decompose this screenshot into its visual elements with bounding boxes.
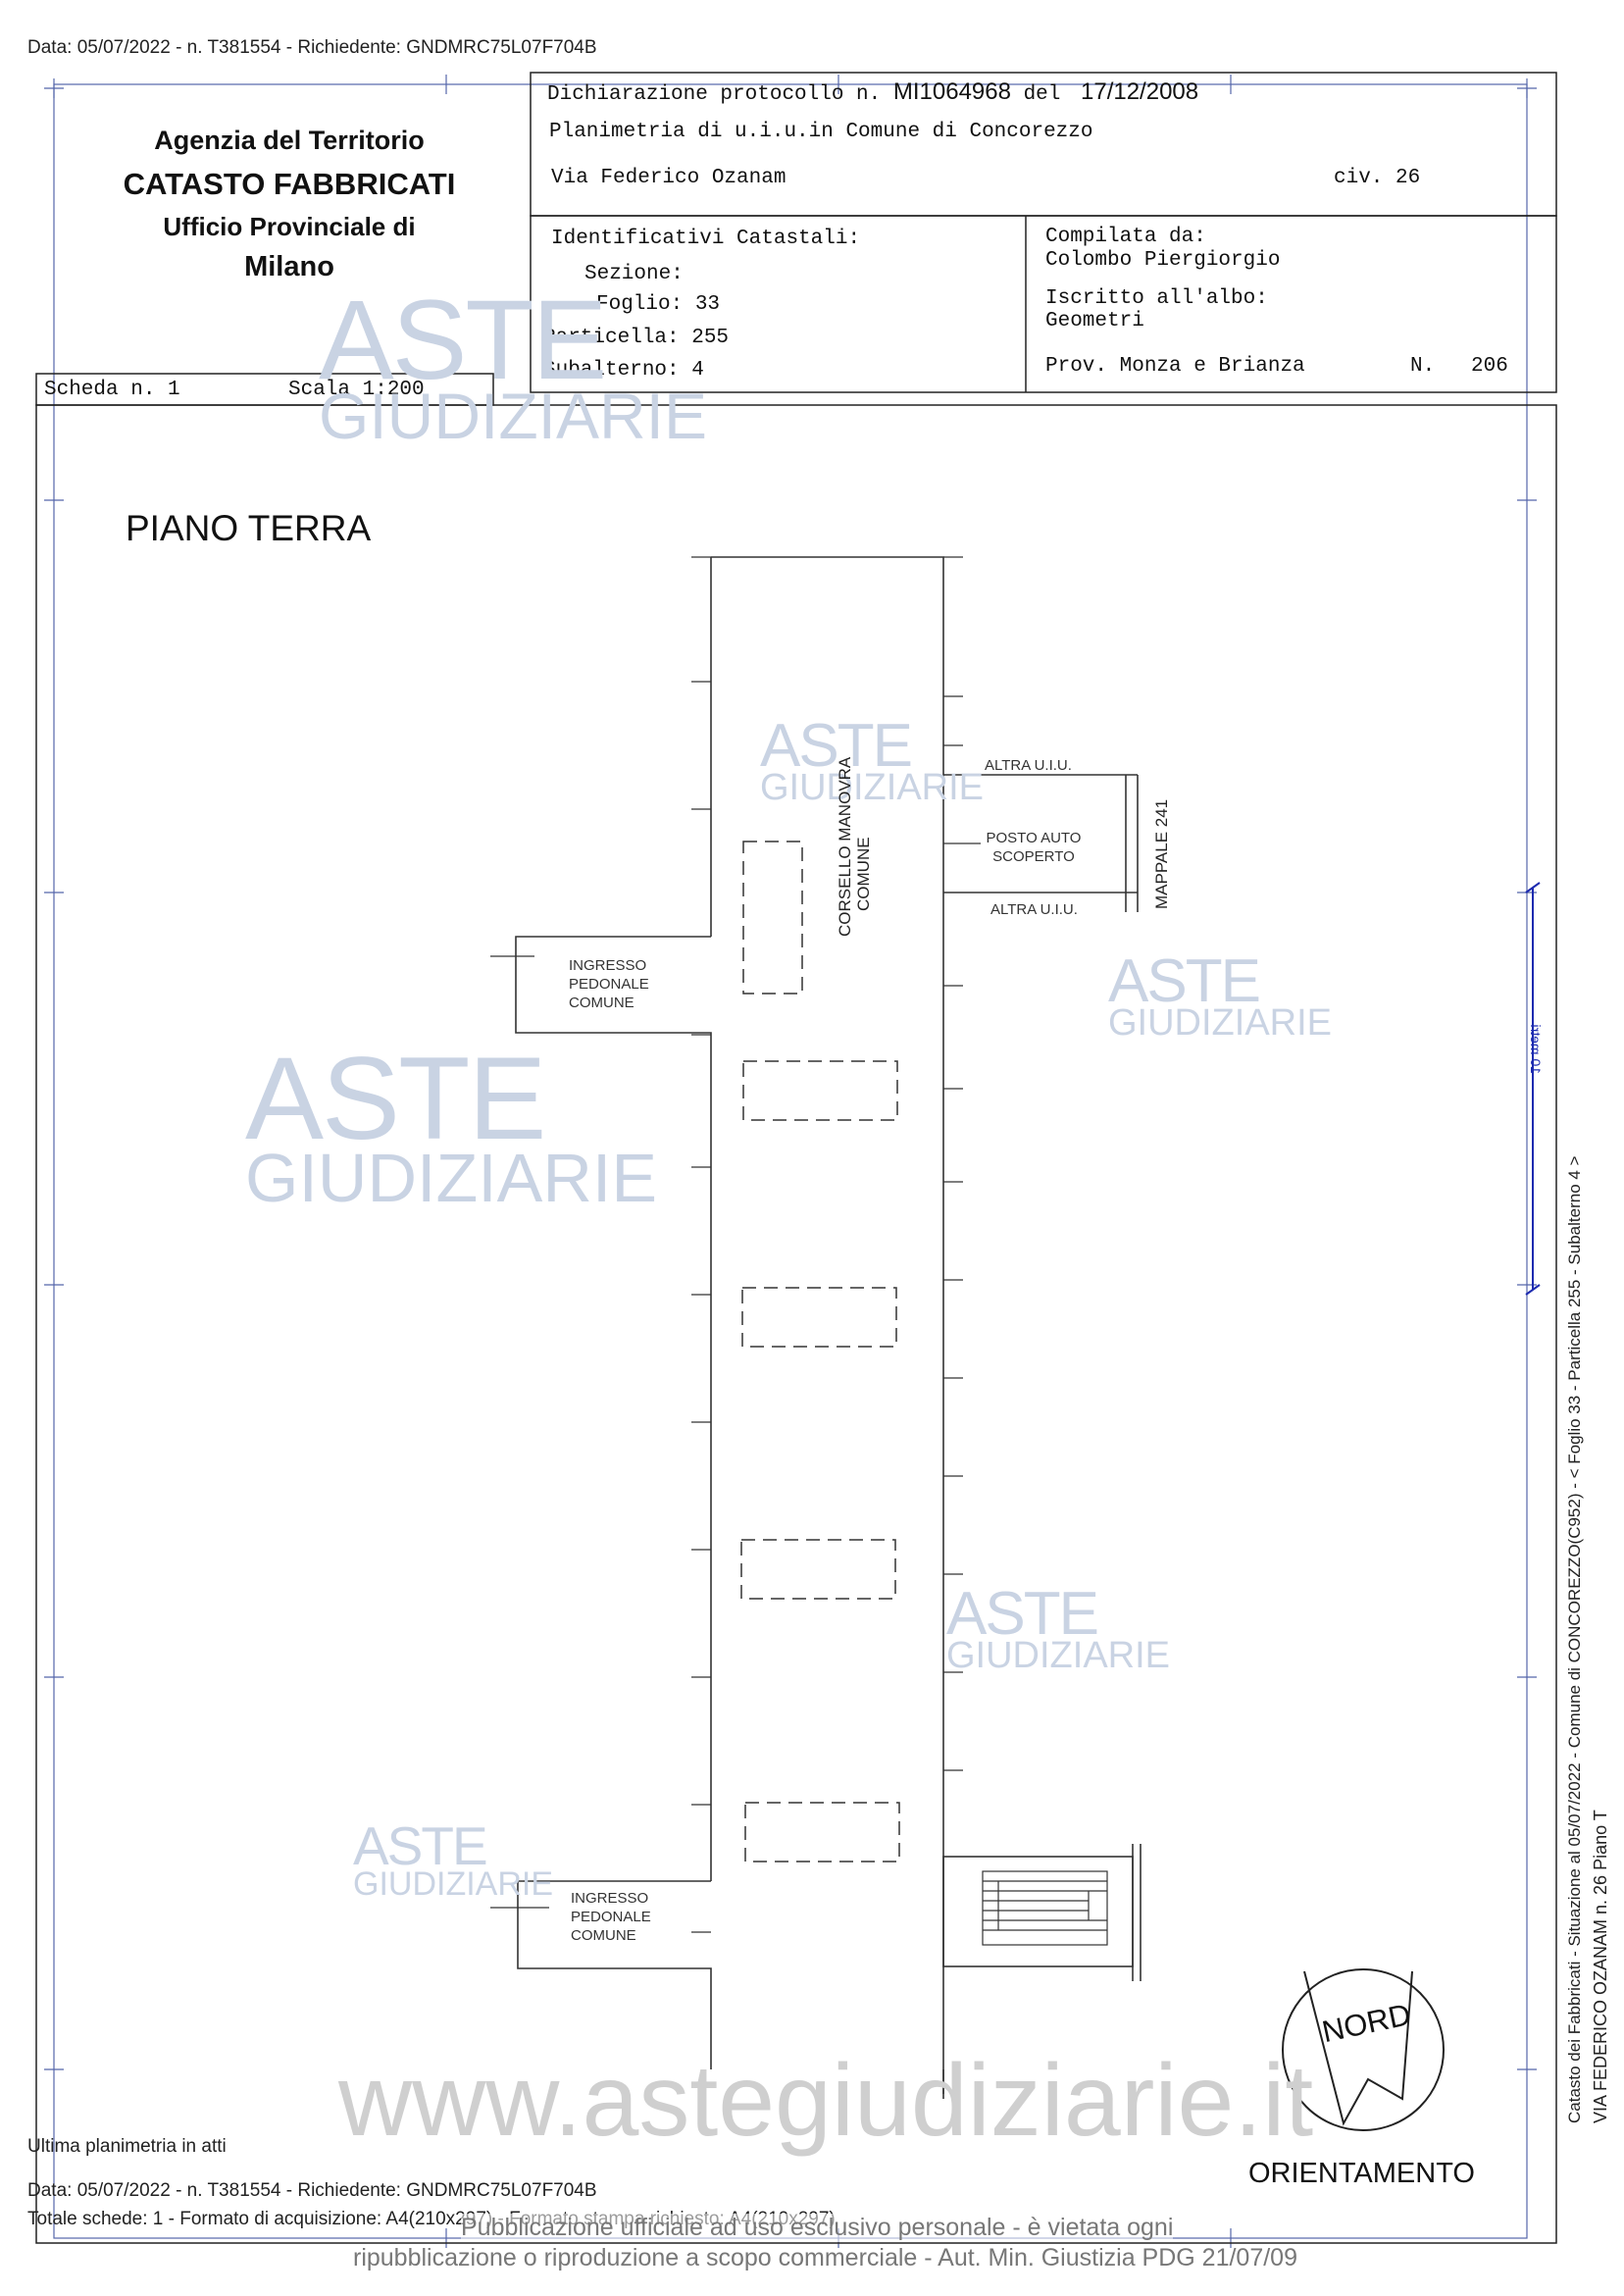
albo-number-label: N.: [1410, 355, 1436, 378]
side-situation-text: Catasto dei Fabbricati - Situazione al 0…: [1565, 1155, 1584, 2123]
scheda-number: Scheda n. 1: [44, 379, 180, 401]
ingresso-top-label: INGRESSO PEDONALE COMUNE: [569, 957, 649, 1011]
posto-auto-label: POSTO AUTO SCOPERTO: [986, 830, 1082, 865]
watermark-aste: ASTE GIUDIZIARIE: [353, 1815, 554, 1903]
corsello-label: CORSELLO MANOVRA COMUNE: [836, 756, 873, 937]
subalterno-field: Subalterno: 4: [543, 359, 704, 382]
mappale-label: MAPPALE 241: [1152, 798, 1171, 909]
provincia-label: Prov. Monza e Brianza: [1045, 355, 1305, 378]
scale-label: Scala 1:200: [288, 379, 425, 401]
scale-bar: [1525, 882, 1541, 1296]
catasto-title: CATASTO FABBRICATI: [123, 167, 456, 201]
particella-field: Particella: 255: [543, 327, 730, 349]
compilata-title: Compilata da:: [1045, 226, 1206, 248]
north-compass: [1282, 1968, 1445, 2131]
watermark-aste: ASTE GIUDIZIARIE: [946, 1580, 1171, 1676]
scale-bar-label: 10 metri: [1528, 1024, 1544, 1074]
altra-uiu-top: ALTRA U.I.U.: [985, 757, 1072, 774]
address-street: Via Federico Ozanam: [551, 167, 787, 189]
watermark-url: www.astegiudiziarie.it: [338, 2044, 1314, 2158]
orientation-label: ORIENTAMENTO: [1248, 2158, 1475, 2189]
floor-title: PIANO TERRA: [126, 508, 372, 548]
identification-box: [530, 215, 1557, 393]
publication-notice-1: Pubblicazione ufficiale ad uso esclusivo…: [461, 2214, 1174, 2242]
albo-value: Geometri: [1045, 310, 1144, 332]
parking-spaces: [740, 841, 900, 1862]
compilata-name: Colombo Piergiorgio: [1045, 249, 1281, 272]
header-request-line: Data: 05/07/2022 - n. T381554 - Richiede…: [27, 37, 597, 58]
watermark-aste: ASTE GIUDIZIARIE: [760, 712, 985, 808]
plan-frame: [35, 404, 1557, 2244]
planimetria-line: Planimetria di u.i.u.in Comune di Concor…: [549, 121, 1093, 143]
ingresso-bottom-label: INGRESSO PEDONALE COMUNE: [571, 1890, 651, 1944]
side-address-text: VIA FEDERICO OZANAM n. 26 Piano T: [1591, 1810, 1610, 2123]
declaration-line: Dichiarazione protocollo n. MI1064968 de…: [547, 78, 1199, 106]
footer-request-line: Data: 05/07/2022 - n. T381554 - Richiede…: [27, 2180, 597, 2201]
staircase: [982, 1870, 1108, 1946]
tick-marks: [490, 556, 981, 1933]
sezione-field: Sezione:: [584, 263, 684, 285]
watermark-aste: ASTE GIUDIZIARIE: [1108, 947, 1333, 1044]
agency-name: Agenzia del Territorio: [154, 126, 425, 155]
address-civic: civ. 26: [1334, 167, 1421, 189]
foglio-field: Foglio: 33: [596, 293, 721, 316]
iscritto-label: Iscritto all'albo:: [1045, 287, 1268, 310]
albo-number-value: 206: [1471, 355, 1508, 378]
publication-notice-2: ripubblicazione o riproduzione a scopo c…: [353, 2244, 1297, 2271]
watermark-aste: ASTE GIUDIZIARIE: [245, 1033, 658, 1216]
office-label: Ufficio Provinciale di: [163, 212, 416, 241]
watermark-aste: ASTE GIUDIZIARIE: [319, 278, 708, 452]
office-city: Milano: [244, 251, 334, 282]
ultima-planimetria: Ultima planimetria in atti: [27, 2136, 227, 2157]
altra-uiu-bottom: ALTRA U.I.U.: [990, 901, 1078, 918]
identificativi-title: Identificativi Catastali:: [551, 228, 861, 250]
